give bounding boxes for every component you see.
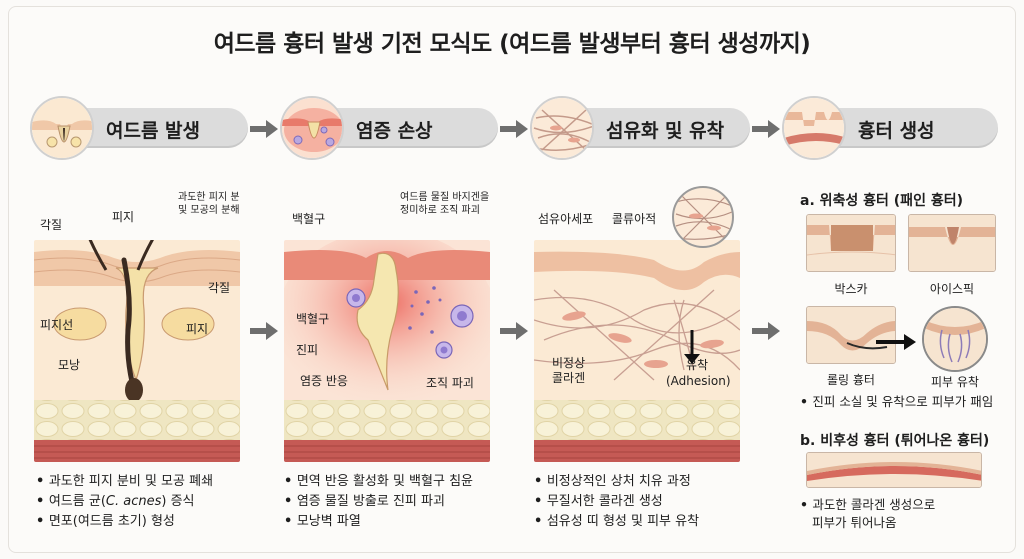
stage-acne-label: 여드름 발생 xyxy=(106,120,201,142)
scar-icon xyxy=(782,96,846,160)
hypertrophic-bullets: 과도한 콜라겐 생성으로 피부가 튀어나옴 xyxy=(800,496,935,532)
rolling-scar-image xyxy=(806,306,896,364)
list-item: 여드름 균(C. acnes) 증식 xyxy=(36,492,213,512)
label-stratum: 각질 xyxy=(40,218,63,232)
list-item: 과도한 피지 분비 및 모공 폐쇄 xyxy=(36,472,213,492)
stage-acne: 여드름 발생 xyxy=(30,96,248,160)
arrow-icon xyxy=(250,322,278,344)
label-sebum-2: 피지 xyxy=(186,322,209,336)
label-sebum: 피지 xyxy=(112,210,135,224)
skin-adhesion-inset xyxy=(922,306,988,372)
acne-pore-icon xyxy=(30,96,94,160)
boxcar-caption: 박스카 xyxy=(834,282,868,296)
label-collagen: 콜류아적 xyxy=(612,212,657,226)
list-item: 진피 소실 및 유착으로 피부가 패임 xyxy=(800,392,993,412)
fibrosis-icon xyxy=(530,96,594,160)
hypertrophic-scar-heading: b. 비후성 흉터 (튀어나온 흉터) xyxy=(800,433,990,449)
arrow-icon xyxy=(752,322,780,344)
label-adhesion: 유착 xyxy=(686,358,709,372)
boxcar-scar-image xyxy=(806,214,896,272)
label-acne-material: 여드름 물질 바지겐을 정미하로 조직 파괴 xyxy=(400,192,490,216)
inflammation-panel xyxy=(284,240,490,462)
atrophic-scar-heading: a. 위축성 흉터 (패인 흉터) xyxy=(800,193,963,209)
stage-fibrosis-label: 섬유화 및 유착 xyxy=(606,120,725,142)
label-excess-sebum: 과도한 피지 분 및 모공의 분해 xyxy=(178,192,240,216)
list-item: 비정상적인 상처 치유 과정 xyxy=(534,472,699,492)
hypertrophic-scar-image xyxy=(806,452,982,488)
rolling-caption: 롤링 흉터 xyxy=(827,373,875,387)
label-abnormal-collagen: 비정상 콜라겐 xyxy=(552,356,586,385)
label-dermis: 진피 xyxy=(296,343,319,357)
label-tissue-destruction: 조직 파괴 xyxy=(426,376,474,390)
arrow-icon xyxy=(752,120,780,142)
stage-scar: 흉터 생성 xyxy=(782,96,998,160)
acne-formation-panel xyxy=(34,240,240,462)
list-item: 면역 반응 활성화 및 백혈구 침윤 xyxy=(284,472,473,492)
icepick-caption: 아이스픽 xyxy=(929,282,975,296)
list-item: 섬유성 띠 형성 및 피부 유착 xyxy=(534,512,699,532)
icepick-scar-image xyxy=(908,214,996,272)
label-adhesion-en: (Adhesion) xyxy=(666,374,731,388)
inflamed-pore-icon xyxy=(280,96,344,160)
bullet-italic: C. acnes xyxy=(105,494,162,509)
arrow-icon xyxy=(250,120,278,142)
list-item: 면포(여드름 초기) 형성 xyxy=(36,512,213,532)
arrow-right-icon xyxy=(876,334,916,354)
label-fibroblast: 섬유아세포 xyxy=(538,212,594,226)
label-follicle: 모낭 xyxy=(58,358,81,372)
label-leukocyte-top: 백혈구 xyxy=(292,212,326,226)
atrophic-bullets: 진피 소실 및 유착으로 피부가 패임 xyxy=(800,392,993,412)
arrow-icon xyxy=(500,322,528,344)
inflammation-bullets: 면역 반응 활성화 및 백혈구 침윤 염증 물질 방출로 진피 파괴 모낭벽 파… xyxy=(284,472,473,532)
page-title: 여드름 흉터 발생 기전 모식도 (여드름 발생부터 흉터 생성까지) xyxy=(213,31,811,57)
list-item: 염증 물질 방출로 진피 파괴 xyxy=(284,492,473,512)
bullet-text: 여드름 균( xyxy=(48,494,106,509)
acne-formation-bullets: 과도한 피지 분비 및 모공 폐쇄 여드름 균(C. acnes) 증식 면포(… xyxy=(36,472,213,532)
fibrosis-bullets: 비정상적인 상처 치유 과정 무질서한 콜라겐 생성 섬유성 띠 형성 및 피부… xyxy=(534,472,699,532)
fibrosis-panel xyxy=(534,240,740,462)
bullet-text: ) 증식 xyxy=(161,494,195,509)
stage-fibrosis: 섬유화 및 유착 xyxy=(530,96,750,160)
collagen-zoom-inset xyxy=(672,186,734,248)
list-item: 모낭벽 파열 xyxy=(284,512,473,532)
stage-inflammation: 염증 손상 xyxy=(280,96,498,160)
label-leukocyte: 백혈구 xyxy=(296,312,330,326)
skin-adhesion-caption: 피부 유착 xyxy=(931,375,979,389)
list-item-continuation: 피부가 튀어나옴 xyxy=(812,515,897,530)
label-inflammation: 염증 반응 xyxy=(300,374,348,388)
list-item: 과도한 콜라겐 생성으로 xyxy=(800,496,935,514)
label-sebaceous-gland: 피지선 xyxy=(40,318,74,332)
label-stratum-2: 각질 xyxy=(208,281,231,295)
stage-scar-label: 흉터 생성 xyxy=(858,120,935,142)
stage-inflammation-label: 염증 손상 xyxy=(356,120,433,142)
arrow-icon xyxy=(500,120,528,142)
list-item: 무질서한 콜라겐 생성 xyxy=(534,492,699,512)
